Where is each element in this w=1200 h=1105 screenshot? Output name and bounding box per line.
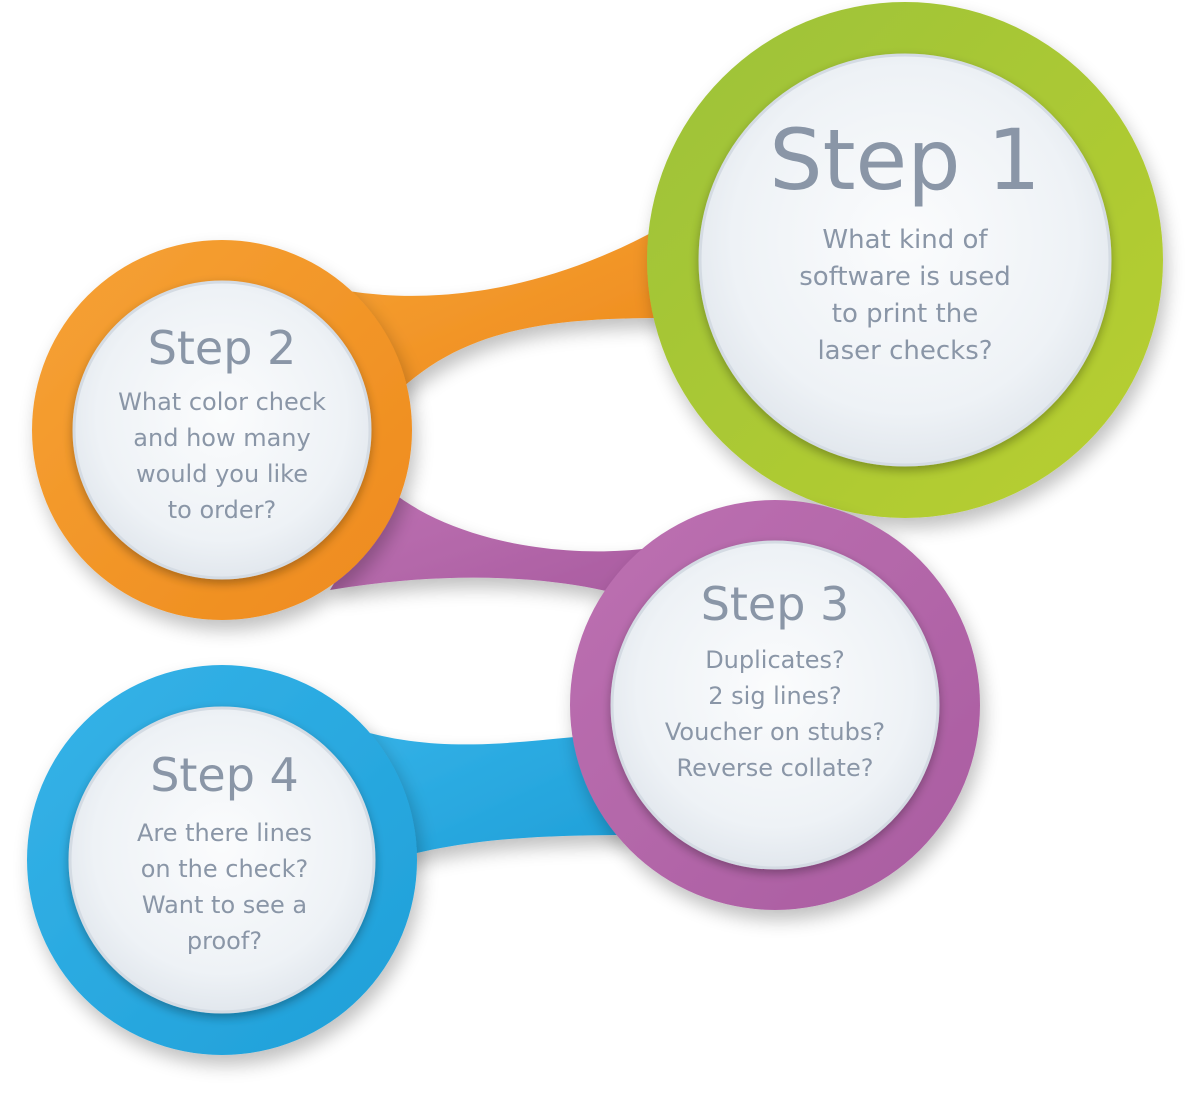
step4-line-4: proof? xyxy=(186,927,263,955)
step3-line-1: Duplicates? xyxy=(705,646,845,674)
connector-step2-step3 xyxy=(330,490,650,600)
step1-line-3: to print the xyxy=(831,299,979,329)
step4-title: Step 4 xyxy=(150,748,299,802)
step1-line-4: laser checks? xyxy=(817,336,993,366)
step4-text: Step 4 Are there lines on the check? Wan… xyxy=(92,745,357,959)
step2-line-4: to order? xyxy=(167,496,277,524)
step2-title: Step 2 xyxy=(147,321,297,375)
step3-ring xyxy=(570,500,980,910)
step1-line-2: software is used xyxy=(799,262,1011,292)
step1-line-1: What kind of xyxy=(822,225,988,255)
step1-text: Step 1 What kind of software is used to … xyxy=(735,112,1075,370)
step3-line-3: Voucher on stubs? xyxy=(664,718,886,746)
step2-ring xyxy=(32,240,412,620)
step2-line-1: What color check xyxy=(118,388,326,416)
step4-line-2: on the check? xyxy=(140,855,309,883)
step4-line-1: Are there lines xyxy=(136,819,313,847)
step3-title: Step 3 xyxy=(700,577,850,631)
step3-line-2: 2 sig lines? xyxy=(708,682,842,710)
step2-line-3: would you like xyxy=(136,460,308,488)
step2-text: Step 2 What color check and how many wou… xyxy=(87,318,357,528)
step3-text: Step 3 Duplicates? 2 sig lines? Voucher … xyxy=(625,574,925,786)
step2-line-2: and how many xyxy=(133,424,311,452)
step4-ring xyxy=(27,665,417,1055)
step4-line-3: Want to see a xyxy=(141,891,308,919)
step1-ring xyxy=(647,2,1163,518)
step1-title: Step 1 xyxy=(769,111,1041,209)
step3-line-4: Reverse collate? xyxy=(676,754,874,782)
